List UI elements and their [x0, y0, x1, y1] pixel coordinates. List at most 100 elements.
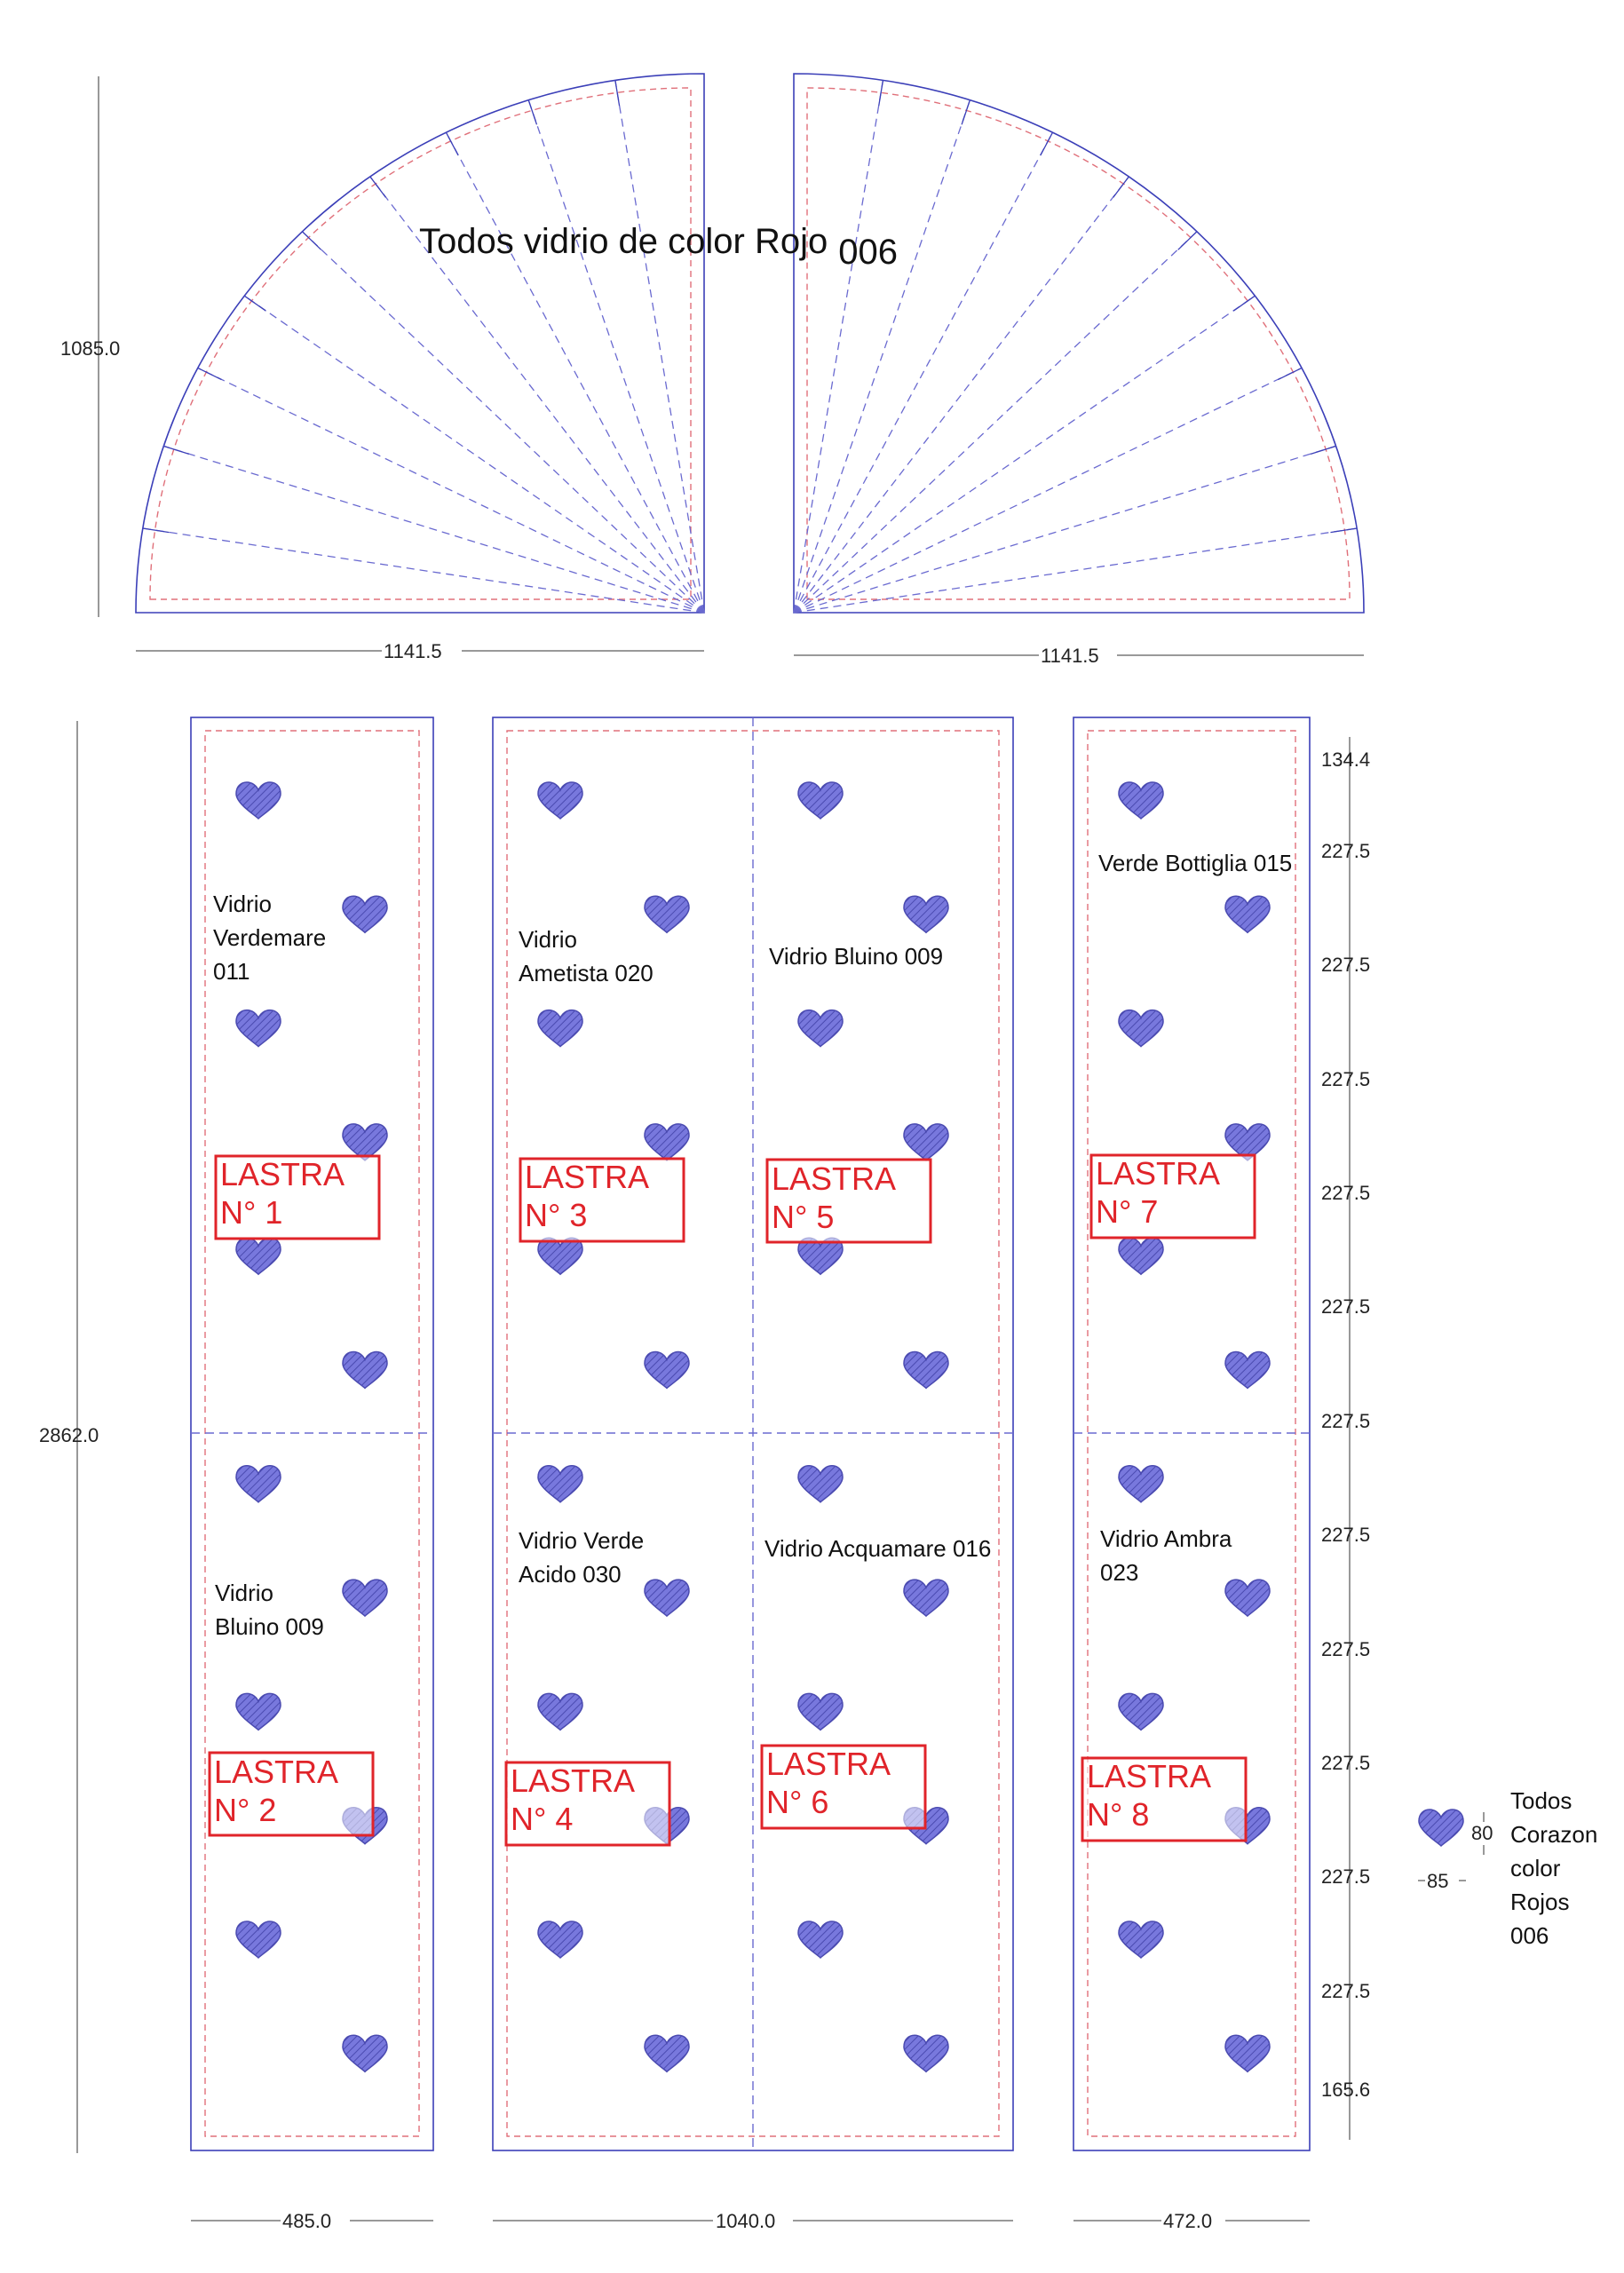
svg-text:Verde Bottiglia 015: Verde Bottiglia 015	[1098, 850, 1292, 876]
heart-icon	[537, 1692, 583, 1731]
heart-icon	[644, 1579, 690, 1617]
panel-middle	[492, 717, 1014, 2151]
panel-left	[190, 717, 434, 2151]
heart-icon	[903, 895, 949, 934]
heart-icon	[1118, 1465, 1164, 1503]
fan-tick	[614, 80, 621, 107]
row-spacing-label: 227.5	[1321, 1182, 1370, 1204]
row-spacing-label: 227.5	[1321, 1865, 1370, 1888]
legend-text-line-5: 006	[1510, 1922, 1549, 1949]
fan-line	[793, 367, 1303, 614]
svg-text:Bluino 009: Bluino 009	[215, 1613, 324, 1640]
fan-tick	[369, 176, 386, 198]
glass-label-5: Vidrio Bluino 009	[769, 943, 943, 970]
lastra-5-box: LASTRA N° 5	[765, 1158, 932, 1244]
svg-text:N° 8: N° 8	[1087, 1796, 1149, 1833]
glass-label-8: Vidrio Ambra 023	[1100, 1525, 1232, 1586]
svg-text:Verdemare: Verdemare	[213, 924, 326, 951]
legend-text-line-3: color	[1510, 1855, 1561, 1881]
fan-tick	[197, 367, 222, 381]
glass-label-3: Vidrio Ametista 020	[519, 926, 654, 986]
fan-tick	[1330, 527, 1358, 534]
legend-heart-height: 80	[1471, 1822, 1493, 1844]
heart-icon	[903, 2034, 949, 2073]
row-spacing-label: 227.5	[1321, 1410, 1370, 1432]
svg-text:LASTRA: LASTRA	[220, 1156, 345, 1192]
heart-icon	[1118, 781, 1164, 820]
svg-text:LASTRA: LASTRA	[511, 1762, 635, 1799]
arch-right	[793, 73, 1365, 614]
heart-icon	[235, 1237, 281, 1275]
width-left-label: 485.0	[282, 2210, 331, 2232]
row-spacing-dimensions: 134.4227.5227.5227.5227.5227.5227.5227.5…	[1321, 737, 1370, 2140]
row-spacing-label: 227.5	[1321, 840, 1370, 862]
fan-line	[793, 295, 1256, 614]
svg-text:N° 7: N° 7	[1096, 1193, 1158, 1230]
heart-icon	[644, 1350, 690, 1390]
fan-line	[793, 445, 1336, 614]
arch-left-fan-lines	[142, 80, 705, 614]
heart-icon	[797, 1009, 844, 1048]
lastra-8-box: LASTRA N° 8	[1081, 1756, 1248, 1842]
heart-icon	[537, 1921, 583, 1959]
lastra-6-box: LASTRA N° 6	[760, 1744, 927, 1830]
legend-heart-width: 85	[1427, 1870, 1448, 1892]
heart-icon	[644, 2034, 690, 2073]
row-spacing-label: 227.5	[1321, 1752, 1370, 1774]
lastra-7-box: LASTRA N° 7	[1089, 1153, 1256, 1239]
fan-tick	[1113, 176, 1129, 198]
panel-left-outline	[190, 717, 434, 2151]
heart-icon	[235, 1465, 281, 1503]
svg-text:N° 2: N° 2	[214, 1792, 276, 1828]
heart-icon	[903, 1123, 949, 1161]
legend-text-line-2: Corazon	[1510, 1821, 1597, 1848]
arch-height-label: 1085.0	[60, 337, 120, 360]
svg-text:N° 6: N° 6	[766, 1784, 828, 1820]
fan-tick	[1278, 367, 1303, 381]
fan-line	[163, 445, 705, 614]
svg-text:N° 3: N° 3	[525, 1197, 587, 1233]
row-spacing-label: 227.5	[1321, 1638, 1370, 1660]
row-spacing-label: 227.5	[1321, 1980, 1370, 2002]
svg-text:LASTRA: LASTRA	[1096, 1155, 1220, 1192]
heart-icon	[1224, 895, 1271, 934]
fan-tick	[878, 80, 884, 107]
svg-text:Vidrio Bluino 009: Vidrio Bluino 009	[769, 943, 943, 970]
width-right-label: 472.0	[1163, 2210, 1212, 2232]
fan-tick	[163, 445, 190, 455]
svg-text:N° 4: N° 4	[511, 1801, 573, 1837]
svg-text:LASTRA: LASTRA	[525, 1159, 649, 1195]
panel-right-outline	[1073, 717, 1311, 2151]
heart-icon	[1118, 1692, 1164, 1731]
heart-icon	[537, 781, 583, 820]
fan-line	[793, 80, 884, 614]
svg-text:N° 5: N° 5	[772, 1199, 834, 1235]
heart-icon	[342, 1350, 388, 1390]
fan-line	[142, 527, 705, 614]
fan-line	[302, 231, 705, 614]
heart-icon	[235, 1921, 281, 1959]
arch-right-fan-lines	[793, 80, 1358, 614]
svg-text:Vidrio Acquamare 016: Vidrio Acquamare 016	[764, 1535, 991, 1562]
svg-text:LASTRA: LASTRA	[1087, 1758, 1211, 1794]
row-spacing-label: 227.5	[1321, 1524, 1370, 1546]
row-spacing-label: 227.5	[1321, 954, 1370, 976]
row-spacing-label: 227.5	[1321, 1068, 1370, 1090]
lastra-4-box: LASTRA N° 4	[504, 1761, 671, 1847]
heart-icon	[537, 1237, 583, 1275]
svg-text:LASTRA: LASTRA	[772, 1160, 896, 1197]
glass-label-2: Vidrio Bluino 009	[215, 1580, 324, 1640]
fan-tick	[301, 231, 322, 250]
heart-icon	[1224, 2034, 1271, 2073]
svg-text:Vidrio: Vidrio	[215, 1580, 273, 1606]
heart-icon	[644, 1123, 690, 1161]
svg-text:Vidrio Verde: Vidrio Verde	[519, 1527, 644, 1554]
fan-line	[369, 176, 705, 614]
arch-left	[135, 73, 705, 614]
legend: 80 85 Todos Corazon color Rojos 006	[1418, 1787, 1597, 1949]
fan-tick	[243, 295, 266, 312]
glass-label-1: Vidrio Verdemare 011	[213, 891, 326, 985]
arch-right-width-label: 1141.5	[1041, 645, 1099, 667]
